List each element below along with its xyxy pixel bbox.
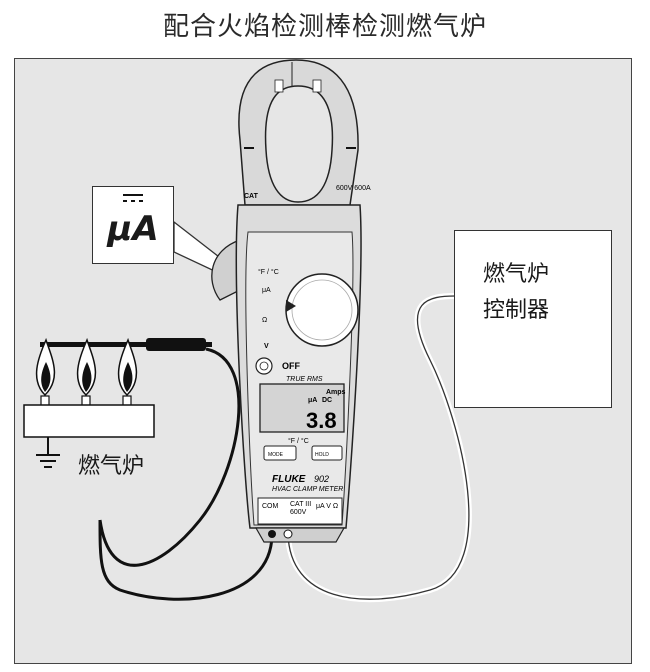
display-ua: μA bbox=[308, 397, 317, 404]
display-dc: DC bbox=[322, 397, 332, 404]
controller-line2: 控制器 bbox=[483, 298, 550, 323]
burner-manifold bbox=[23, 404, 155, 438]
controller-box: 燃气炉 控制器 bbox=[454, 230, 612, 408]
dial-temp-label: °F / °C bbox=[258, 268, 279, 276]
display-value: 3.8 bbox=[306, 408, 337, 433]
backlight-button bbox=[255, 357, 273, 375]
true-rms-label: TRUE RMS bbox=[286, 376, 323, 383]
display-amps: Amps bbox=[326, 389, 346, 396]
jack-com-label: COM bbox=[262, 503, 279, 510]
clamp-meter bbox=[211, 59, 362, 543]
jack-cat-label: CAT III bbox=[290, 501, 311, 508]
meter-subtitle: HVAC CLAMP METER bbox=[272, 486, 343, 493]
lcd-display bbox=[259, 383, 345, 433]
stove-label: 燃气炉 bbox=[78, 454, 145, 479]
dial-ohm-label: Ω bbox=[262, 317, 267, 324]
rating-label: 600V 600A bbox=[336, 185, 371, 192]
temp-unit-label: °F / °C bbox=[288, 437, 309, 445]
jack-600-label: 600V bbox=[290, 509, 307, 516]
model-label: 902 bbox=[314, 474, 329, 484]
dial-ua-label: μA bbox=[262, 287, 271, 294]
brand-label: FLUKE bbox=[272, 474, 306, 485]
controller-line1: 燃气炉 bbox=[483, 262, 550, 287]
dial-v-label: V bbox=[264, 343, 269, 350]
mode-button bbox=[263, 445, 297, 461]
page-title: 配合火焰检测棒检测燃气炉 bbox=[162, 12, 487, 42]
jack-panel bbox=[257, 497, 343, 525]
burner-flames bbox=[35, 337, 138, 407]
mode-callout-text: μA bbox=[107, 209, 159, 249]
jack-vohm-label: μA V Ω bbox=[316, 503, 338, 510]
dc-symbol-icon bbox=[123, 194, 143, 202]
off-label: OFF bbox=[282, 361, 300, 371]
hold-button bbox=[311, 445, 343, 461]
probe-clip bbox=[146, 338, 206, 351]
mode-button-label: MODE bbox=[268, 452, 284, 458]
probe-lead-wire bbox=[98, 347, 241, 567]
ground-icon bbox=[36, 437, 60, 468]
flame-rod bbox=[40, 342, 150, 347]
hold-button-label: HOLD bbox=[315, 452, 329, 458]
mode-callout-box: μA bbox=[92, 186, 174, 264]
cat-label: CAT bbox=[244, 193, 259, 200]
